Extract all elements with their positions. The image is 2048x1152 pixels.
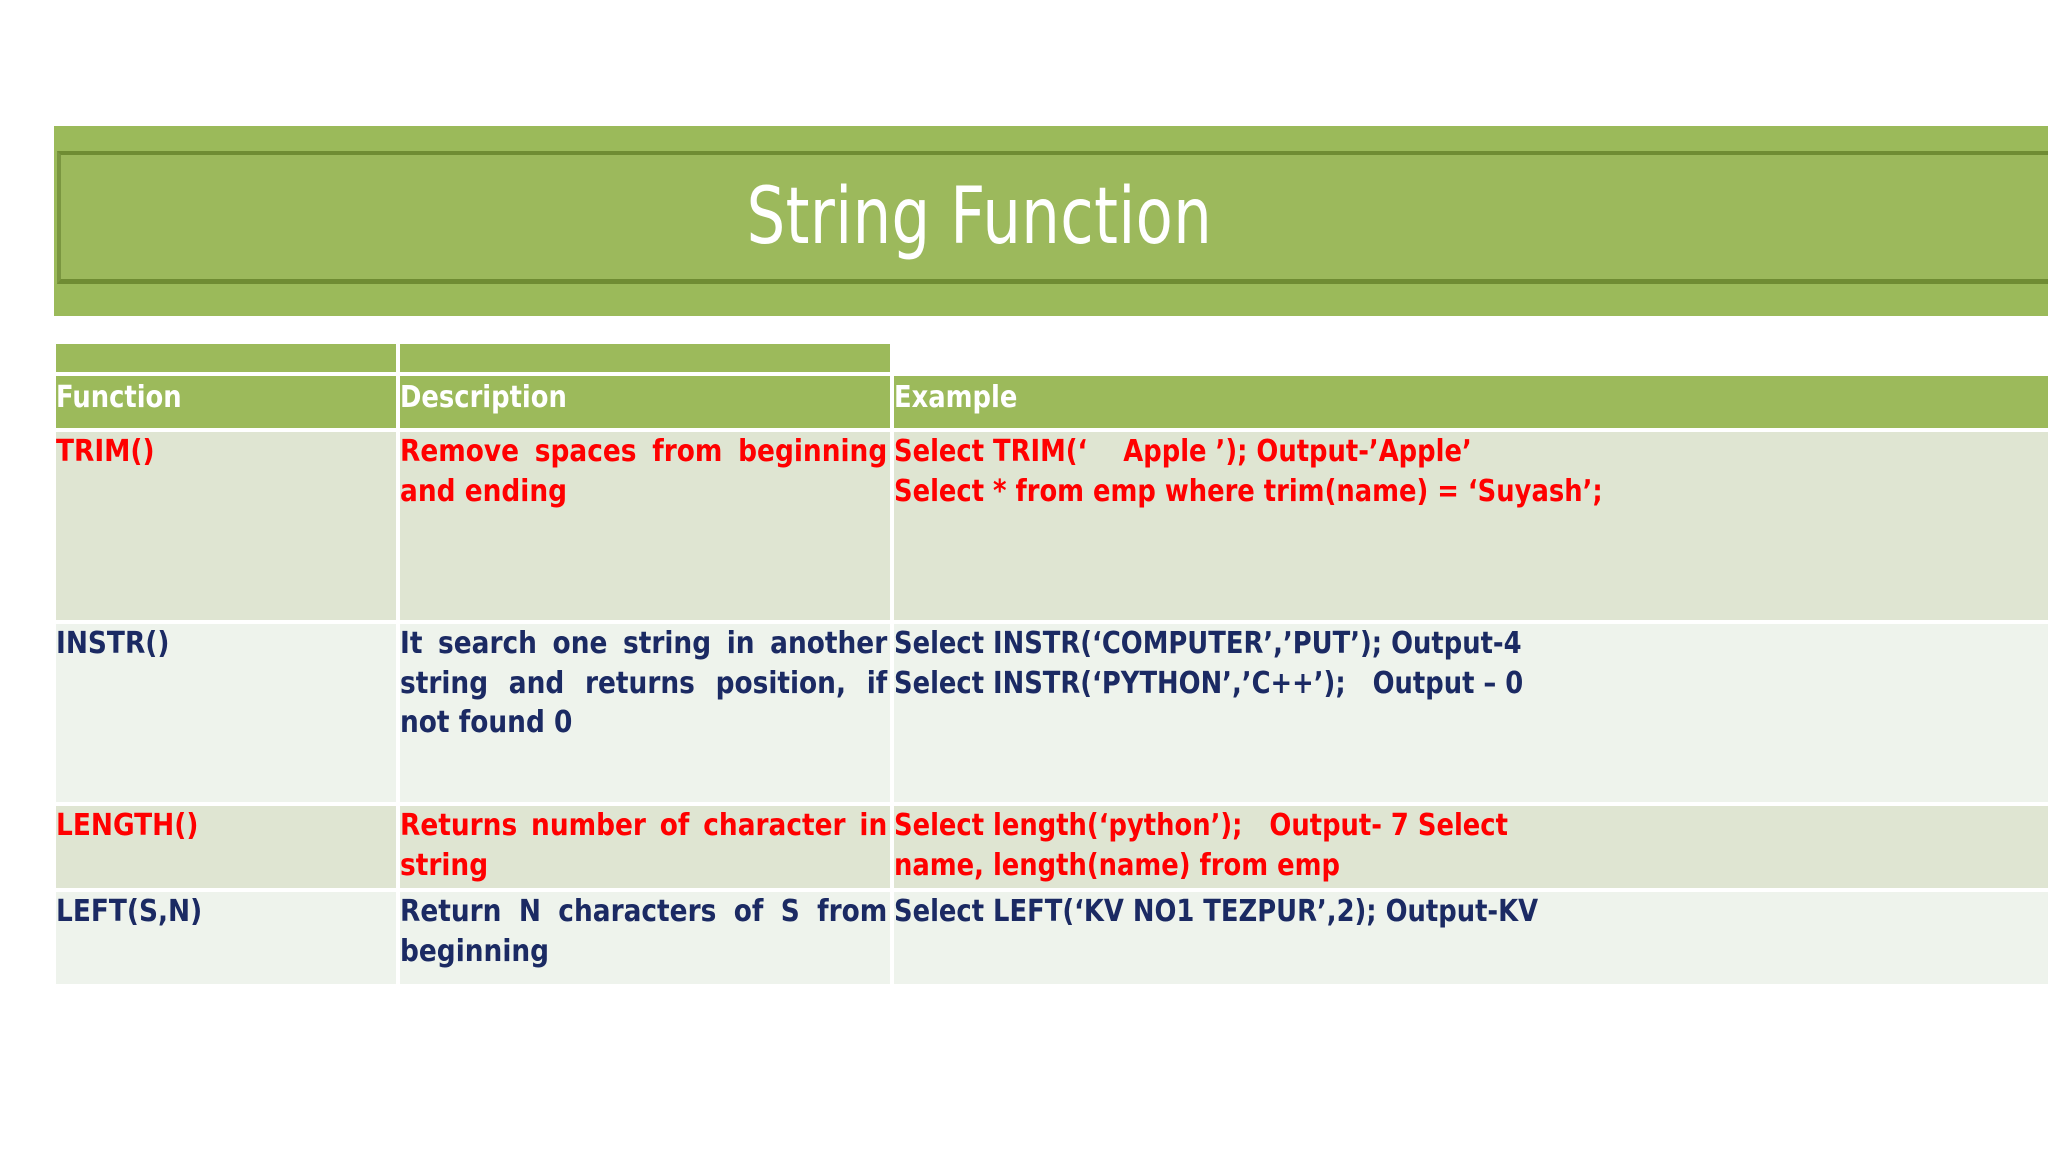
cell-example-length: Select length(‘python’); Output- 7 Selec…: [894, 806, 2048, 888]
cell-function-length: LENGTH(): [56, 806, 396, 888]
example-length-line2: name, length(name) from emp: [894, 847, 1340, 883]
function-name-length: LENGTH(): [56, 808, 199, 843]
example-length-line1: Select length(‘python’); Output- 7 Selec…: [894, 808, 1508, 843]
table-header-row: Function Description Example: [56, 376, 2048, 428]
table-row: INSTR() It search one string in another …: [56, 624, 2048, 802]
strip-cell-example: [894, 344, 2048, 372]
column-header-description: Description: [400, 376, 890, 428]
function-name-instr: INSTR(): [56, 626, 170, 661]
strip-cell-description: [400, 344, 890, 372]
cell-example-left: Select LEFT(‘KV NO1 TEZPUR’,2); Output-K…: [894, 892, 2048, 984]
table-row: LEFT(S,N) Return N characters of S from …: [56, 892, 2048, 984]
cell-function-instr: INSTR(): [56, 624, 396, 802]
slide-title-box: String Function: [57, 151, 2048, 284]
cell-example-trim: Select TRIM(‘ Apple ’); Output-’Apple’ S…: [894, 432, 2048, 620]
description-length: Returns number of character in string: [400, 808, 888, 883]
table-row: TRIM() Remove spaces from beginning and …: [56, 432, 2048, 620]
example-left-line1: Select LEFT(‘KV NO1 TEZPUR’,2); Output-K…: [894, 894, 1539, 929]
table-row: LENGTH() Returns number of character in …: [56, 806, 2048, 888]
example-instr-line2: Select INSTR(‘PYTHON’,’C++’); Output – 0: [894, 665, 1524, 701]
column-header-example-label: Example: [894, 380, 1018, 415]
cell-description-trim: Remove spaces from beginning and ending: [400, 432, 890, 620]
string-function-table: Function Description Example TRIM(): [52, 340, 2048, 988]
example-trim-line2: Select * from emp where trim(name) = ‘Su…: [894, 473, 1603, 509]
example-trim-line1: Select TRIM(‘ Apple ’); Output-’Apple’: [894, 434, 1472, 469]
column-header-example: Example: [894, 376, 2048, 428]
cell-description-length: Returns number of character in string: [400, 806, 890, 888]
strip-cell-function: [56, 344, 396, 372]
cell-function-left: LEFT(S,N): [56, 892, 396, 984]
description-left: Return N characters of S from beginning: [400, 894, 888, 969]
column-header-description-label: Description: [400, 380, 567, 415]
function-name-trim: TRIM(): [56, 434, 155, 469]
description-trim: Remove spaces from beginning and ending: [400, 434, 888, 509]
cell-description-instr: It search one string in another string a…: [400, 624, 890, 802]
slide-title-band: String Function: [54, 126, 2048, 316]
column-header-function-label: Function: [56, 380, 182, 415]
page-title: String Function: [746, 172, 1213, 262]
function-table-wrapper: Function Description Example TRIM(): [52, 340, 2048, 988]
function-name-left: LEFT(S,N): [56, 894, 203, 929]
example-instr-line1: Select INSTR(‘COMPUTER’,’PUT’); Output-4: [894, 626, 1522, 661]
column-header-function: Function: [56, 376, 396, 428]
cell-function-trim: TRIM(): [56, 432, 396, 620]
description-instr: It search one string in another string a…: [400, 626, 888, 741]
cell-example-instr: Select INSTR(‘COMPUTER’,’PUT’); Output-4…: [894, 624, 2048, 802]
cell-description-left: Return N characters of S from beginning: [400, 892, 890, 984]
table-strip-row: [56, 344, 2048, 372]
